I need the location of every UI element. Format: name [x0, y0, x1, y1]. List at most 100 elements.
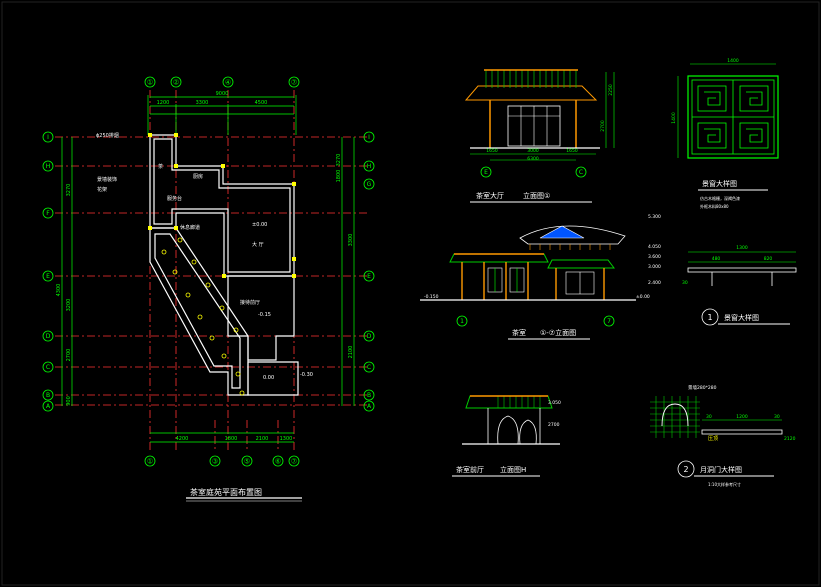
hall-dim-top: 2250 — [608, 84, 614, 96]
axis-left-H: H — [46, 163, 51, 170]
left-dim-3: 3200 — [66, 299, 72, 312]
window-lattice — [692, 80, 774, 154]
axis-right-A: A — [367, 403, 372, 410]
right-dim-4: 2100 — [348, 346, 354, 359]
hall-elev-sub: 立面图① — [523, 191, 550, 200]
detail2-dim-1: 30 — [706, 414, 712, 420]
left-dim-5: 900 — [66, 396, 72, 406]
top-axis-markers — [144, 76, 300, 88]
axis-left-F: F — [46, 210, 50, 217]
axis-right-H: H — [367, 163, 372, 170]
detail-two: 景墙280*280 30 1200 30 压顶 2120 2 月洞门大样图 1:… — [650, 384, 796, 487]
facade-window-mullions — [494, 268, 518, 292]
window-title: 景窗大样图 — [702, 179, 737, 188]
window-dim-lines — [677, 63, 776, 158]
detail1-dim-1: 480 — [712, 256, 721, 262]
lobby-elev-sub: 立面图H — [500, 465, 526, 474]
window-width-dim: 1400 — [727, 58, 739, 64]
top-dim-2: 3300 — [196, 100, 209, 106]
corridor-label: 休息廊道 — [180, 224, 200, 231]
hall-elevation: 1650 3000 1650 6300 2700 2250 E C 茶室大厅 立… — [464, 69, 615, 203]
axis-bottom-6: ⑥ — [275, 458, 281, 466]
bottom-dim-2: 1800 — [225, 436, 238, 442]
detail1-number: 1 — [707, 313, 712, 322]
facade-elev-title: 茶室 — [512, 328, 526, 337]
lobby-roof-tiles — [497, 396, 541, 408]
detail2-label: 景墙280*280 — [688, 384, 717, 391]
detail2-dim-2: 1200 — [736, 414, 748, 420]
right-dim-2: 1800 — [336, 170, 342, 183]
facade-posts — [461, 262, 605, 300]
axis-right-E: E — [367, 273, 371, 280]
right-dimensions — [341, 137, 355, 406]
step-level: -0.30 — [300, 372, 313, 378]
detail1-total: 1300 — [736, 245, 748, 251]
columns — [148, 133, 296, 278]
axis-right-I: I — [368, 134, 370, 141]
lobby-dim: 2700 — [548, 422, 560, 428]
detail2-note: 1:10大样参考尺寸 — [708, 481, 741, 487]
top-dim-3: 4500 — [255, 100, 268, 106]
level-7: -0.150 — [424, 294, 439, 300]
hall-elev-title: 茶室大厅 — [476, 191, 504, 200]
pipe-label: ϕ250排烟 — [96, 132, 119, 139]
axis-left-I: I — [47, 134, 49, 141]
detail2-base — [701, 429, 783, 435]
left-axis-markers — [42, 131, 54, 412]
axis-left-E: E — [46, 273, 50, 280]
hall-axis-markers — [480, 166, 587, 178]
bottom-dim-4: 1300 — [280, 436, 293, 442]
detail1-dim-2: 820 — [764, 256, 773, 262]
axis-left-B: B — [46, 392, 50, 399]
detail2-number: 2 — [683, 465, 688, 474]
left-total-dim: 4300 — [56, 284, 62, 297]
axis-left-D: D — [46, 333, 51, 340]
pavilion-roof-rafters — [529, 244, 611, 250]
axis-top-1: ① — [147, 79, 153, 87]
pavilion-roof-glass — [539, 225, 585, 239]
hall-dim-height: 2700 — [600, 120, 606, 132]
top-total-dim: 9000 — [216, 91, 229, 97]
note-b-label: 花架 — [97, 186, 107, 193]
hall-dimension-lines — [470, 72, 615, 161]
detail2-dim-3: 30 — [774, 414, 780, 420]
facade-elev-sub: ①-⑦立面图 — [540, 328, 576, 337]
lobby-moon-frame — [487, 408, 541, 445]
level-5: 2.400 — [648, 280, 661, 286]
lobby-elevation: 3.050 2700 茶室前厅 立面图H — [452, 395, 561, 477]
detail2-title: 月洞门大样图 — [700, 465, 742, 474]
axis-left-A: A — [46, 403, 51, 410]
hall-dim-1: 1650 — [486, 148, 498, 154]
hall-posts — [489, 100, 577, 148]
floor-plan: ① ② ④ ⑦ 9000 1200 3300 4500 — [42, 76, 375, 502]
window-detail: 1400 1400 景窗大样图 仿古木格栅，深褐色漆 外框木料80x80 — [671, 58, 779, 209]
axis-bottom-3: ③ — [212, 458, 218, 466]
bottom-dimensions — [150, 432, 294, 443]
top-dimensions — [147, 95, 297, 135]
hall-axis-E: E — [484, 169, 488, 176]
facade-axis-markers — [456, 315, 615, 327]
level-2: 4.050 — [648, 244, 661, 250]
axis-right-D: D — [367, 333, 372, 340]
right-dim-1: 3270 — [336, 154, 342, 167]
bottom-dim-1: 4200 — [176, 436, 189, 442]
hall-dim-3: 1650 — [566, 148, 578, 154]
window-note-2: 外框木料80x80 — [700, 203, 729, 209]
plan-title: 茶室庭苑平面布置图 — [190, 487, 262, 497]
window-outer-frame — [687, 75, 779, 159]
hall-dim-total: 6300 — [527, 156, 539, 162]
room-a-label: 茶 — [158, 163, 163, 170]
hall-axis-C: C — [579, 169, 583, 176]
hall-roof-outline — [464, 85, 598, 101]
axis-bottom-5: ⑤ — [244, 458, 250, 466]
top-dim-1: 1200 — [157, 100, 170, 106]
axis-bottom-1: ① — [147, 458, 153, 466]
detail2-base-label: 压顶 — [708, 436, 718, 442]
bottom-dim-3: 2100 — [256, 436, 269, 442]
detail1-dim-lines — [688, 251, 796, 263]
room-b-label: 厨房 — [193, 173, 203, 180]
detail1-number-circle — [701, 308, 719, 326]
detail1-side: 30 — [682, 280, 688, 286]
